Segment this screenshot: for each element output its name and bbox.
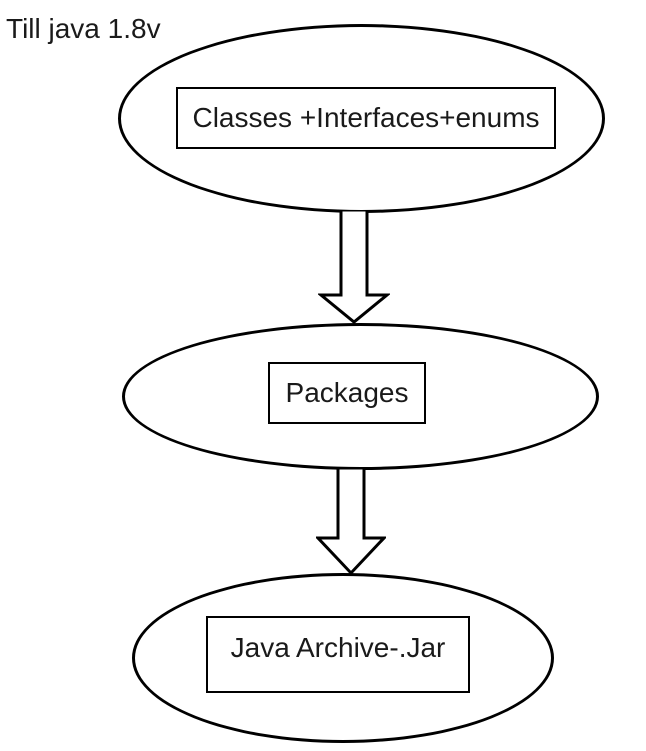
node-box-java-archive-jar: Java Archive-.Jar (206, 616, 470, 693)
down-block-arrow-shape (316, 468, 386, 576)
down-block-arrow-icon (316, 468, 386, 576)
diagram-caption: Till java 1.8v (6, 13, 161, 44)
node-box-classes-interfaces-enums: Classes +Interfaces+enums (176, 87, 556, 149)
down-block-arrow-shape (318, 210, 390, 324)
node-box-packages: Packages (268, 362, 426, 424)
down-block-arrow-icon (318, 210, 390, 324)
node-label-packages: Packages (285, 377, 409, 408)
node-label-java-archive-jar: Java Archive-.Jar (230, 631, 446, 663)
node-label-classes-interfaces-enums: Classes +Interfaces+enums (192, 102, 540, 133)
